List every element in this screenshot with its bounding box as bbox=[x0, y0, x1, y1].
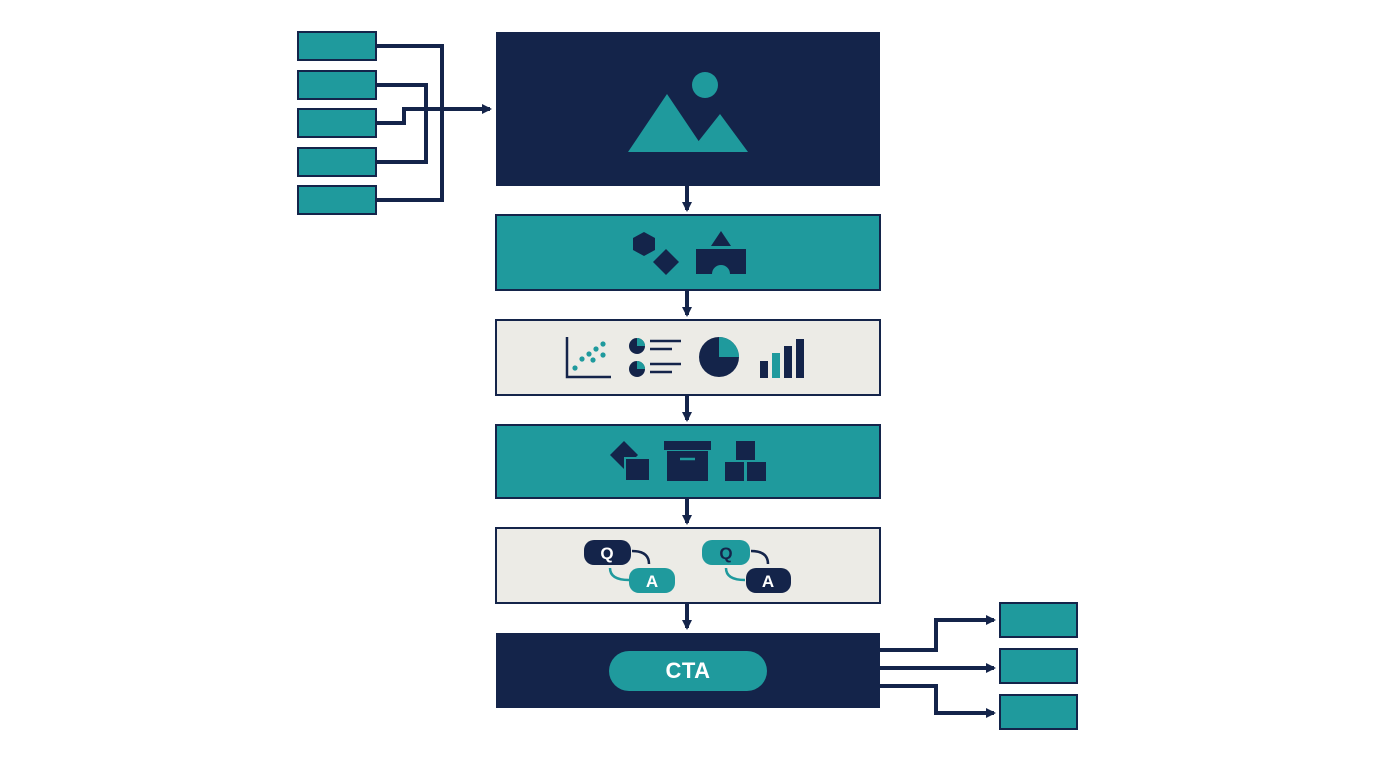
list-legend-icon bbox=[629, 338, 681, 377]
pie-chart-icon bbox=[699, 337, 739, 377]
output-box bbox=[999, 694, 1078, 730]
input-box bbox=[297, 185, 377, 215]
hexagon-icon bbox=[633, 232, 655, 256]
answer-bubble bbox=[629, 568, 675, 593]
connector-line bbox=[376, 44, 444, 202]
output-arrow bbox=[880, 684, 996, 718]
input-connectors bbox=[376, 44, 492, 202]
input-box bbox=[297, 70, 377, 100]
answer-label: A bbox=[762, 572, 774, 591]
question-label: Q bbox=[719, 544, 732, 563]
output-box bbox=[999, 602, 1078, 638]
mountain-image-icon bbox=[628, 72, 748, 152]
input-box bbox=[297, 31, 377, 61]
bar-chart-icon bbox=[760, 339, 804, 378]
archive-box-icon bbox=[664, 441, 711, 481]
arch-triangle-block-icon bbox=[696, 231, 746, 274]
input-box bbox=[297, 147, 377, 177]
connector-line bbox=[376, 107, 442, 125]
output-boxes bbox=[999, 602, 1078, 730]
shapes-cluster-icon bbox=[610, 441, 651, 482]
question-bubble bbox=[584, 540, 631, 565]
connector-line bbox=[376, 83, 428, 164]
output-arrow bbox=[880, 615, 996, 652]
output-connectors bbox=[880, 615, 996, 718]
input-box bbox=[297, 108, 377, 138]
scatter-plot-icon bbox=[565, 337, 611, 379]
stage-image-box bbox=[496, 32, 880, 186]
qa-pair-icon: Q A bbox=[702, 540, 791, 593]
stage-charts-box bbox=[495, 319, 881, 396]
output-box bbox=[999, 648, 1078, 684]
diamond-icon bbox=[653, 249, 679, 275]
question-label: Q bbox=[600, 544, 613, 563]
cta-button[interactable]: CTA bbox=[609, 651, 767, 691]
stage-qa-box bbox=[495, 527, 881, 604]
answer-bubble bbox=[746, 568, 791, 593]
qa-pair-icon: Q A bbox=[584, 540, 675, 593]
stacked-blocks-icon bbox=[725, 441, 766, 481]
answer-label: A bbox=[646, 572, 658, 591]
input-boxes bbox=[297, 31, 377, 215]
question-bubble bbox=[702, 540, 750, 565]
stage-shapes-box bbox=[495, 214, 881, 291]
